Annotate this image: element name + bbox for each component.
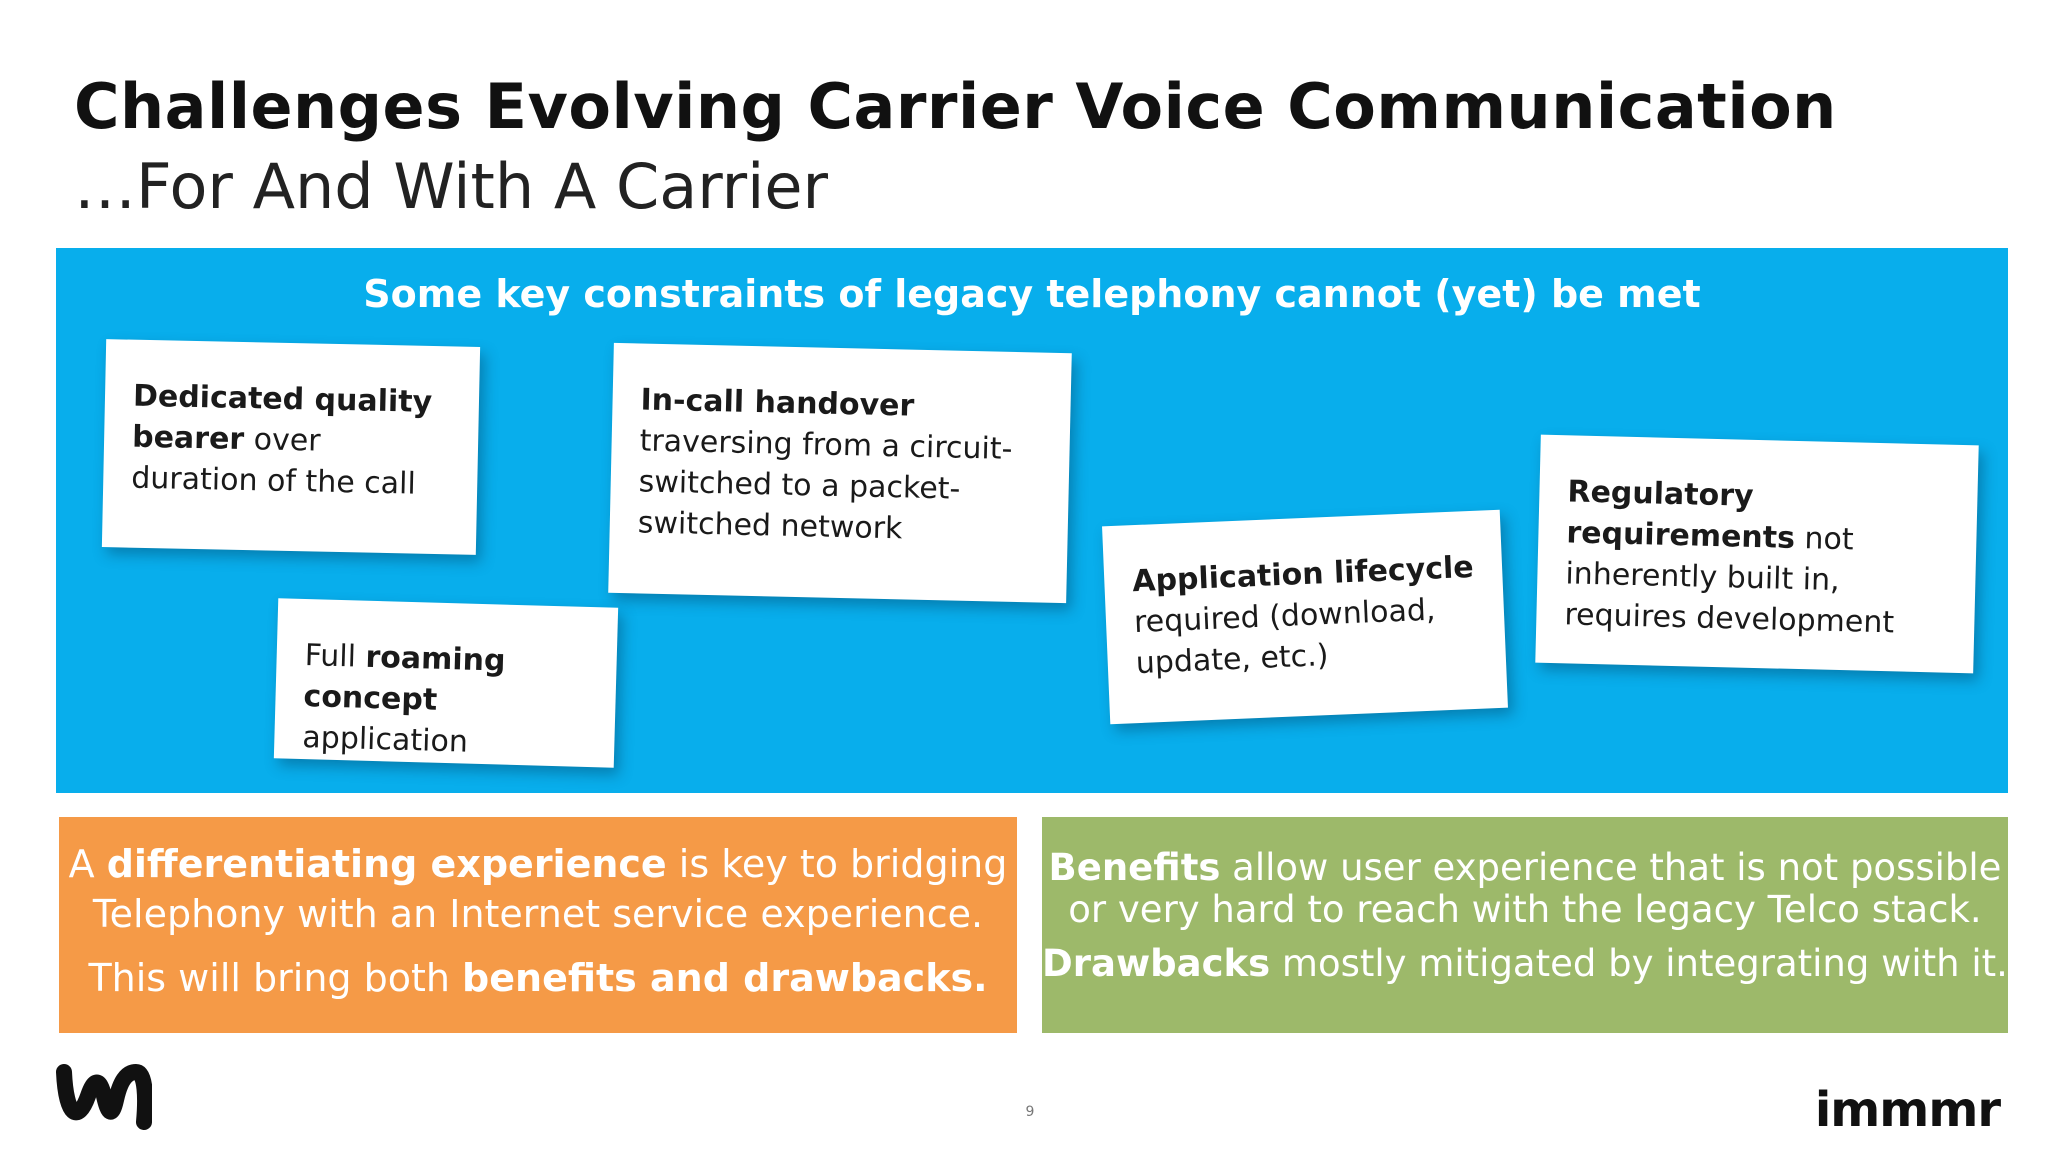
m-wave-logo-icon: [56, 1064, 152, 1130]
sticky-note-in-call-handover: In-call handover traversing from a circu…: [608, 342, 1072, 604]
box-line: A differentiating experience is key to b…: [59, 839, 1017, 889]
note-text: required (download, update, etc.): [1133, 592, 1437, 682]
box-line: Drawbacks mostly mitigated by integratin…: [1042, 943, 2008, 985]
box-line: This will bring both benefits and drawba…: [59, 953, 1017, 1003]
note-pre-text: Full: [304, 638, 367, 675]
bold-segment: differentiating experience: [106, 842, 667, 886]
text-segment: allow user experience that is not possib…: [1220, 846, 2002, 889]
sticky-note-quality-bearer: Dedicated quality bearer over duration o…: [101, 339, 481, 555]
immmr-logo: immmr: [1814, 1082, 2001, 1138]
differentiating-experience-box: A differentiating experience is key to b…: [59, 817, 1017, 1033]
constraints-panel: Some key constraints of legacy telephony…: [56, 248, 2008, 793]
sticky-note-application-lifecycle: Application lifecycle required (download…: [1102, 509, 1508, 725]
slide-title: Challenges Evolving Carrier Voice Commun…: [74, 70, 1837, 143]
box-line: or very hard to reach with the legacy Te…: [1068, 888, 1982, 931]
box-line: Telephony with an Internet service exper…: [92, 892, 984, 936]
constraints-heading: Some key constraints of legacy telephony…: [363, 272, 1701, 316]
bold-segment: benefits and drawbacks.: [462, 956, 988, 1000]
bold-segment: Benefits: [1048, 846, 1221, 889]
note-text: application: [301, 720, 469, 760]
box-line: Benefits allow user experience that is n…: [1042, 847, 2008, 889]
benefits-drawbacks-box: Benefits allow user experience that is n…: [1042, 817, 2008, 1033]
note-bold-text: Application lifecycle: [1131, 549, 1475, 600]
sticky-note-regulatory: Regulatory requirements not inherently b…: [1535, 434, 1979, 674]
text-segment: is key to bridging: [666, 842, 1008, 886]
page-number: 9: [1025, 1104, 1035, 1120]
bold-segment: Drawbacks: [1042, 942, 1271, 985]
note-text: traversing from a circuit-switched to a …: [637, 423, 1013, 547]
sticky-note-roaming: Full roaming concept application: [273, 598, 619, 768]
text-segment: This will bring both: [88, 956, 463, 1000]
note-bold-text: In-call handover: [640, 382, 915, 424]
text-segment: mostly mitigated by integrating with it.: [1270, 942, 2008, 985]
slide-subtitle: …For And With A Carrier: [74, 150, 828, 223]
text-segment: A: [68, 842, 107, 886]
note-bold-text: Regulatory requirements: [1566, 474, 1796, 556]
